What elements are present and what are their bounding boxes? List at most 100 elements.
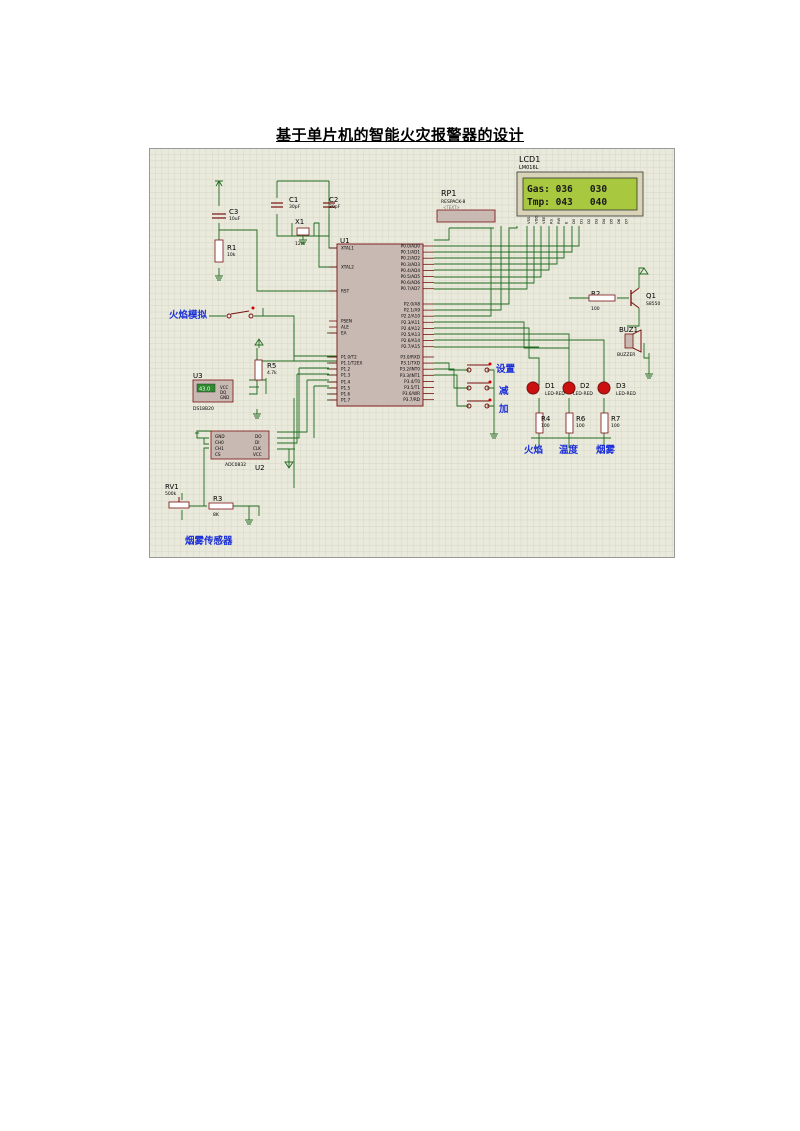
capacitor-c2: C2 30pF (323, 196, 341, 210)
d3-ref: D3 (616, 382, 626, 390)
u2-pin-di: DI (255, 440, 259, 445)
inc-button-symbol (466, 398, 492, 409)
u1-pin-rst: RST (341, 289, 350, 294)
page-title: 基于单片机的智能火灾报警器的设计 (275, 126, 524, 144)
u1-pin-p2-3-a11: P2.3/A11 (401, 320, 420, 325)
c1-ref: C1 (289, 196, 298, 204)
rv1-ref: RV1 (165, 483, 179, 491)
u1-pin-p1-1-t2ex: P1.1/T2EX (341, 361, 362, 366)
x1-ref: X1 (295, 218, 304, 226)
u1-pin-p0-1-ad1: P0.1/AD1 (401, 250, 421, 255)
flame-sim-switch: 火焰模拟 (169, 306, 255, 321)
u3-pin-dq: DQ (220, 390, 226, 395)
set-button-symbol (466, 362, 492, 373)
u2-pin-gnd: GND (215, 434, 225, 439)
lcd-pin-d7: D7 (624, 218, 629, 224)
u1-pin-p1-0-t2: P1.0/T2 (341, 355, 357, 360)
lcd-line2: Tmp: 043 040 (527, 197, 607, 208)
lcd-screen (522, 177, 638, 211)
transistor-q1: Q1 S8550 (630, 287, 660, 309)
d1-ref: D1 (545, 382, 555, 390)
pot-rv1: RV1 500k (165, 483, 190, 509)
dec-label: 减 (499, 385, 509, 397)
led1-label: 火焰 (524, 444, 543, 456)
u1-pin-p2-2-a10: P2.2/A10 (401, 314, 420, 319)
r7-value: 100 (611, 423, 620, 429)
lcd-part: LM016L (519, 165, 539, 171)
q1-ref: Q1 (646, 292, 656, 300)
q1-part: S8550 (646, 301, 660, 307)
capacitor-c1: C1 30pF (271, 196, 301, 210)
u3-ref: U3 (193, 372, 203, 380)
led-d2: D2 LED-RED (562, 381, 593, 397)
u1-pin-p0-2-ad2: P0.2/AD2 (401, 256, 421, 261)
u1-pin-p1-4: P1.4 (341, 380, 351, 385)
u2-pin-ch1: CH1 (215, 446, 224, 451)
lcd-pin-d3: D3 (594, 218, 599, 224)
u2-pin-ch0: CH0 (215, 440, 224, 445)
u2-part: ADC0832 (225, 462, 246, 468)
u1-pin-ea: EA (341, 331, 347, 336)
mcu-u1: U1 XTAL1XTAL2RSTPSENALEEAP1.0/T2P1.1/T2E… (329, 237, 434, 407)
c3-ref: C3 (229, 208, 238, 216)
buttons: 设置 减 加 (466, 362, 516, 415)
set-label: 设置 (496, 363, 516, 375)
u1-pin-p3-5-t1: P3.5/T1 (404, 385, 420, 390)
lcd-pin-rw: RW (556, 218, 561, 224)
rp1-ref: RP1 (441, 189, 456, 198)
u1-pin-p1-6: P1.6 (341, 392, 351, 397)
lcd-ref: LCD1 (519, 155, 540, 164)
dec-button-symbol (466, 380, 492, 391)
resistor-r6: R6 100 (565, 412, 586, 434)
lcd-pin-d0: D0 (571, 218, 576, 224)
resistor-r4: R4 100 (535, 412, 551, 434)
respack-rp1: RP1 RESPACK-8 <TEXT> (436, 189, 496, 223)
rp1-text-tag: <TEXT> (443, 205, 460, 210)
u1-pin-p3-2-int0: P3.2/INT0 (400, 367, 421, 372)
u1-pin-p1-5: P1.5 (341, 386, 351, 391)
inc-label: 加 (498, 403, 509, 415)
u1-pin-p1-7: P1.7 (341, 398, 351, 403)
lcd-pin-d5: D5 (609, 218, 614, 224)
lcd-pin-rs: RS (549, 218, 554, 224)
u1-pin-p0-3-ad3: P0.3/AD3 (401, 262, 421, 267)
u1-pin-p0-7-ad7: P0.7/AD7 (401, 286, 421, 291)
u1-pin-p0-6-ad6: P0.6/AD6 (401, 280, 421, 285)
u2-pin-cs: CS (215, 452, 221, 457)
r2-ref: R2 (591, 290, 600, 298)
u1-pin-p2-4-a12: P2.4/A12 (401, 326, 420, 331)
r5-value: 4.7k (267, 370, 277, 376)
lcd-module: LCD1 LM016L Gas: 036 030 Tmp: 043 040 VS… (516, 155, 644, 224)
resistor-r5: R5 4.7k (254, 359, 277, 381)
led-d3: D3 LED-RED (597, 381, 636, 397)
r3-ref: R3 (213, 495, 222, 503)
u1-pin-ale: ALE (341, 325, 349, 330)
lcd-pin-d4: D4 (601, 218, 606, 224)
u1-ref: U1 (340, 237, 350, 245)
u1-pin-p2-1-a9: P2.1/A9 (404, 308, 420, 313)
u1-pin-psen: PSEN (341, 319, 352, 324)
u3-pin-vcc: VCC (220, 385, 229, 390)
c2-ref: C2 (329, 196, 338, 204)
crystal-x1: X1 12M (295, 218, 310, 247)
u1-pin-xtal2: XTAL2 (341, 265, 354, 270)
r3-value: 8K (213, 512, 220, 518)
schematic-diagram: LCD1 LM016L Gas: 036 030 Tmp: 043 040 VS… (149, 148, 675, 558)
u1-pin-p0-0-ad0: P0.0/AD0 (401, 244, 421, 249)
u1-pin-p3-7-rd: P3.7/RD (403, 397, 420, 402)
u1-pin-p1-2: P1.2 (341, 367, 351, 372)
led-d1: D1 LED-RED (526, 381, 565, 397)
lcd-pin-d2: D2 (586, 218, 591, 224)
r4-ref: R4 (541, 415, 551, 423)
lcd-pin-vdd: VDD (534, 215, 539, 224)
flame-sim-label: 火焰模拟 (169, 309, 208, 321)
led2-label: 温度 (559, 444, 579, 456)
lcd-pin-vee: VEE (541, 216, 546, 224)
sensor-u3: U3 43.0 VCC DQ GND DS18B20 (192, 372, 234, 412)
u2-pin-vcc: VCC (253, 452, 262, 457)
u1-pin-p2-0-a8: P2.0/A8 (404, 302, 420, 307)
r1-ref: R1 (227, 244, 236, 252)
u1-pin-p3-6-wr: P3.6/WR (402, 391, 420, 396)
c3-value: 10uF (229, 216, 241, 222)
